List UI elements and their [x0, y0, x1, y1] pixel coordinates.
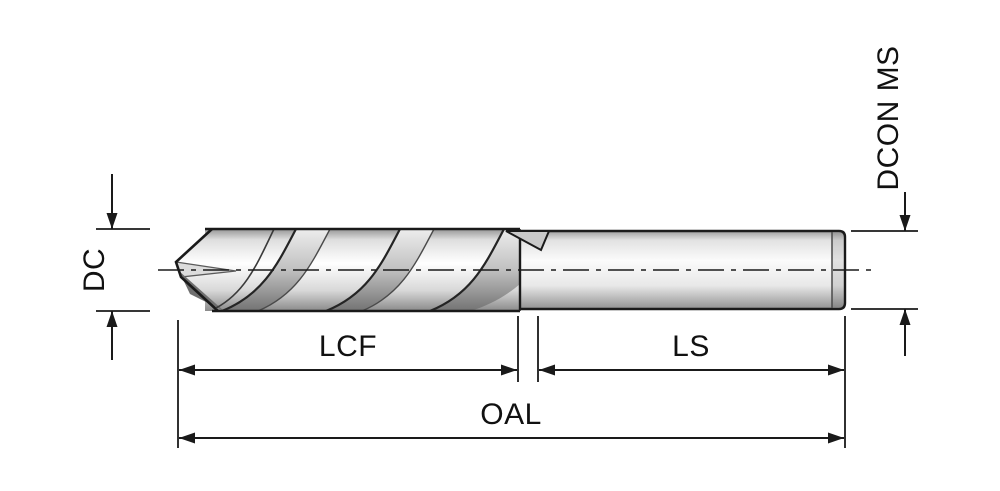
arrowhead-down — [106, 213, 118, 229]
flute-edge — [215, 228, 275, 309]
arrowhead-up — [899, 309, 911, 325]
dcon-ms-label: DCON MS — [872, 45, 905, 190]
flute-band — [430, 229, 520, 311]
dimension-ls: LS — [537, 316, 844, 382]
flute-edge — [361, 228, 435, 312]
flute-edge — [325, 228, 401, 313]
drill-bit — [174, 227, 847, 313]
ls-label: LS — [672, 330, 710, 363]
arrowhead-right — [501, 364, 517, 376]
point-dark-facet — [179, 271, 224, 311]
dimension-oal: OAL — [177, 316, 846, 448]
arrowhead-right — [828, 432, 844, 444]
arrowhead-left — [179, 364, 195, 376]
lcf-label: LCF — [319, 330, 377, 363]
arrowhead-right — [828, 364, 844, 376]
flute-band — [326, 229, 434, 311]
flute-band — [222, 229, 330, 311]
flute-edge — [257, 228, 331, 312]
arrowhead-left — [539, 364, 555, 376]
shank — [518, 229, 847, 311]
arrowhead-up — [106, 311, 118, 327]
oal-label: OAL — [480, 398, 542, 431]
dimension-dc: DC — [78, 174, 150, 360]
arrowhead-left — [179, 432, 195, 444]
dc-label: DC — [78, 248, 111, 292]
flute-edge — [221, 228, 297, 313]
arrowhead-down — [899, 215, 911, 231]
flute-runout-notch — [505, 230, 551, 252]
flute-helix — [215, 228, 520, 313]
dimension-dcon-ms: DCON MS — [851, 45, 918, 356]
dimension-lcf: LCF — [179, 316, 519, 382]
flute-edge — [429, 228, 505, 313]
